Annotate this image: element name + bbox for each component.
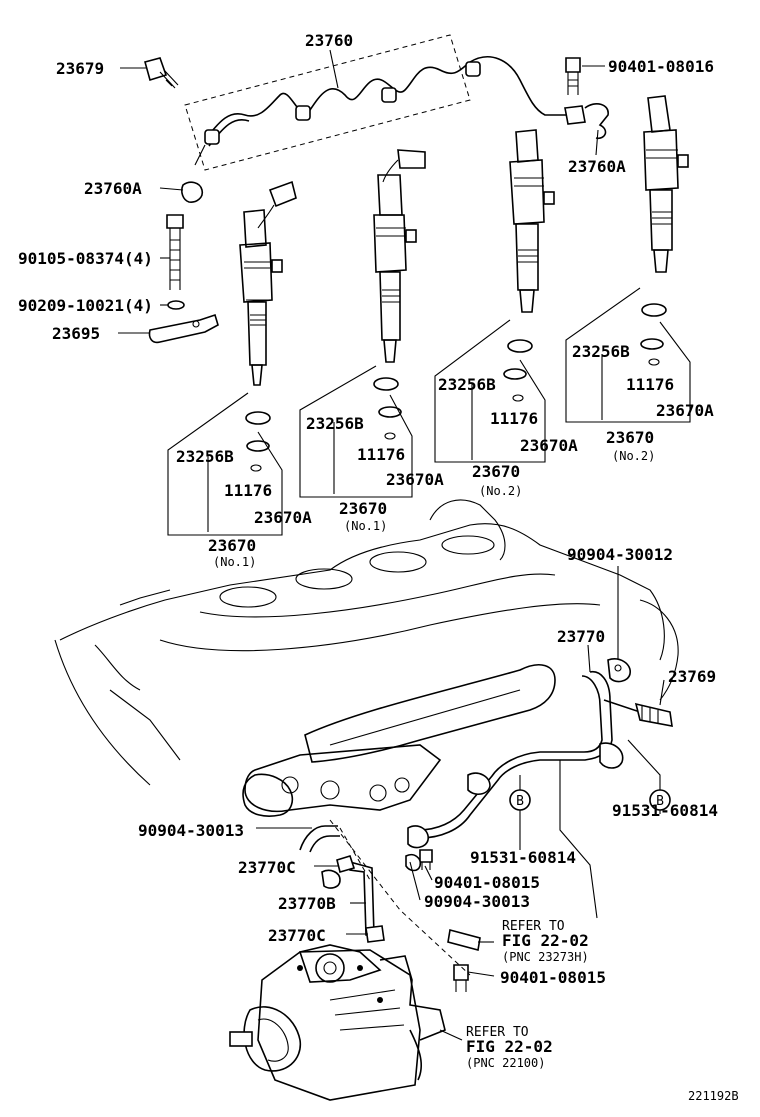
leader-lines — [118, 49, 665, 1041]
label-g3-23256B[interactable]: 23256B — [438, 375, 496, 394]
label-90209-10021[interactable]: 90209-10021(4) — [18, 296, 153, 315]
label-90904-30012[interactable]: 90904-30012 — [567, 545, 673, 564]
label-91531-60814-mid[interactable]: 91531-60814 — [470, 848, 576, 867]
marker-b-mid: B — [509, 789, 531, 811]
label-g4-no: (No.2) — [612, 449, 655, 463]
bolt-90401-08016 — [565, 57, 581, 95]
label-g3-11176[interactable]: 11176 — [490, 409, 538, 428]
injector-4 — [643, 95, 689, 273]
clamp-23760A-right — [584, 103, 609, 140]
kit-brackets — [167, 287, 691, 536]
label-90401-08015-top[interactable]: 90401-08015 — [434, 873, 540, 892]
label-23769[interactable]: 23769 — [668, 667, 716, 686]
label-g2-23670[interactable]: 23670 — [339, 499, 387, 518]
label-g2-no: (No.1) — [344, 519, 387, 533]
label-g4-23670[interactable]: 23670 — [606, 428, 654, 447]
ref2-line1: REFER TO — [466, 1025, 529, 1040]
label-90904-30013-left[interactable]: 90904-30013 — [138, 821, 244, 840]
label-g3-no: (No.2) — [479, 484, 522, 498]
label-23770C-top[interactable]: 23770C — [238, 858, 296, 877]
marker-b-right-text: B — [656, 794, 664, 809]
label-g4-11176[interactable]: 11176 — [626, 375, 674, 394]
label-g3-23670A[interactable]: 23670A — [520, 436, 578, 455]
ref2-line3: (PNC 22100) — [466, 1056, 545, 1070]
label-g1-23256B[interactable]: 23256B — [176, 447, 234, 466]
label-23760[interactable]: 23760 — [305, 31, 353, 50]
clamp-23695 — [148, 313, 219, 344]
label-g4-23256B[interactable]: 23256B — [572, 342, 630, 361]
label-g2-23670A[interactable]: 23670A — [386, 470, 444, 489]
label-g4-23670A[interactable]: 23670A — [656, 401, 714, 420]
label-g1-no: (No.1) — [213, 555, 256, 569]
bolt-90105-08374 — [166, 214, 184, 290]
label-23760A-right[interactable]: 23760A — [568, 157, 626, 176]
label-23770[interactable]: 23770 — [557, 627, 605, 646]
label-91531-60814-right[interactable]: 91531-60814 — [612, 801, 718, 820]
fuel-pipes-lower — [299, 658, 673, 992]
ref1-line3: (PNC 23273H) — [502, 950, 589, 964]
marker-b-right: B — [649, 789, 671, 811]
ref1-line2[interactable]: FIG 22-02 — [502, 931, 589, 950]
bolt-23679 — [144, 57, 179, 89]
supply-pump — [229, 944, 446, 1101]
marker-b-mid-text: B — [516, 794, 524, 809]
fuel-rail-body — [242, 664, 556, 817]
label-90401-08015-bottom[interactable]: 90401-08015 — [500, 968, 606, 987]
label-g2-23256B[interactable]: 23256B — [306, 414, 364, 433]
label-g3-23670[interactable]: 23670 — [472, 462, 520, 481]
part-labels: 23760 23679 90401-08016 23760A 23760A 90… — [18, 31, 739, 1103]
label-23770C-bottom[interactable]: 23770C — [268, 926, 326, 945]
injector-1 — [239, 180, 297, 386]
label-g2-11176[interactable]: 11176 — [357, 445, 405, 464]
washer-90209-10021 — [167, 300, 185, 310]
injection-pipe-23760 — [184, 34, 586, 171]
label-90105-08374[interactable]: 90105-08374(4) — [18, 249, 153, 268]
label-23695[interactable]: 23695 — [52, 324, 100, 343]
grommet-23760A-left — [181, 181, 204, 203]
ref1-line1: REFER TO — [502, 919, 565, 934]
figure-id: 221192B — [688, 1089, 739, 1103]
label-g1-11176[interactable]: 11176 — [224, 481, 272, 500]
seal-kits — [245, 303, 667, 472]
label-90904-30013-mid[interactable]: 90904-30013 — [424, 892, 530, 911]
label-23770B[interactable]: 23770B — [278, 894, 336, 913]
label-g1-23670A[interactable]: 23670A — [254, 508, 312, 527]
engine-head-outline — [54, 499, 679, 786]
ref2-line2[interactable]: FIG 22-02 — [466, 1037, 553, 1056]
label-23679[interactable]: 23679 — [56, 59, 104, 78]
label-23760A-left[interactable]: 23760A — [84, 179, 142, 198]
label-90401-08016[interactable]: 90401-08016 — [608, 57, 714, 76]
injector-3 — [509, 129, 555, 313]
label-g1-23670[interactable]: 23670 — [208, 536, 256, 555]
injector-2 — [373, 149, 426, 363]
